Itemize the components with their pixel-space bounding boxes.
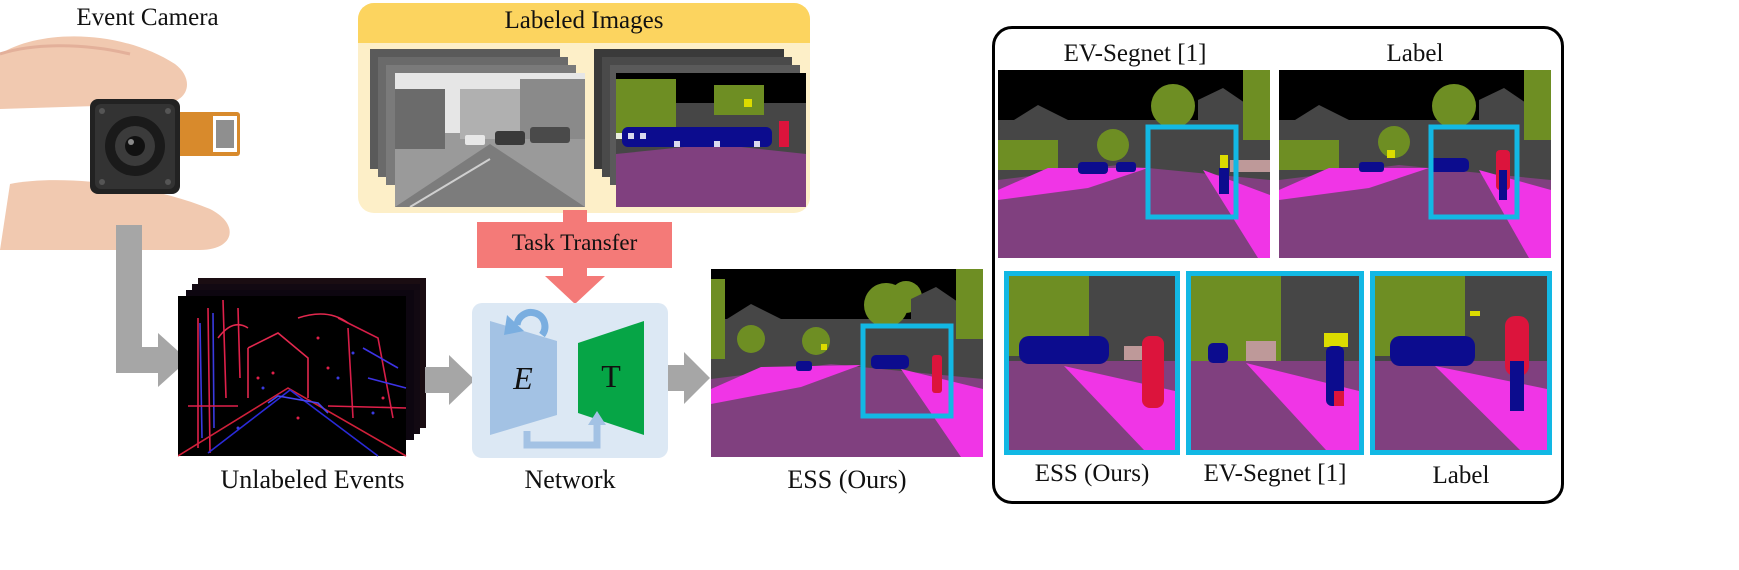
- ess-output-image: [711, 269, 983, 457]
- ess-zoom-image: [1004, 271, 1180, 455]
- events-to-network-arrow: [425, 355, 475, 405]
- network-title: Network: [524, 465, 616, 494]
- labeled-images-box: Labeled Images: [358, 3, 810, 213]
- ess-output-title: ESS (Ours): [787, 465, 907, 494]
- ev-segnet-top-image: [998, 70, 1270, 258]
- label-top-image: [1279, 70, 1551, 258]
- task-transfer-label: Task Transfer: [511, 230, 638, 255]
- network-to-output-arrow: [668, 352, 710, 404]
- grayscale-image-stack: [370, 49, 585, 207]
- encoder-label: E: [513, 360, 533, 396]
- comparison-panel: [992, 26, 1564, 504]
- network-diagram: [490, 308, 644, 449]
- ess-zoom-title: ESS (Ours): [1034, 460, 1150, 487]
- label-zoom-image: [1370, 271, 1552, 455]
- labeled-images-header: [358, 3, 810, 43]
- labeled-images-title: Labeled Images: [504, 7, 664, 34]
- segmentation-label-stack: [594, 49, 806, 207]
- event-camera-photo: [0, 34, 250, 250]
- ev-segnet-zoom-title: EV-Segnet [1]: [1203, 460, 1347, 487]
- ev-segnet-zoom-image: [1186, 271, 1364, 455]
- unlabeled-events-stack: [178, 278, 428, 458]
- task-transfer-arrow: [545, 210, 605, 304]
- label-top-title: Label: [1386, 40, 1444, 67]
- ev-segnet-top-title: EV-Segnet [1]: [1063, 40, 1207, 67]
- camera-to-events-arrow: [116, 225, 188, 387]
- event-camera-title: Event Camera: [76, 4, 219, 31]
- label-zoom-title: Label: [1432, 462, 1490, 489]
- unlabeled-events-title: Unlabeled Events: [220, 465, 405, 494]
- task-transfer-box: [477, 222, 672, 268]
- task-decoder-label: T: [601, 358, 621, 394]
